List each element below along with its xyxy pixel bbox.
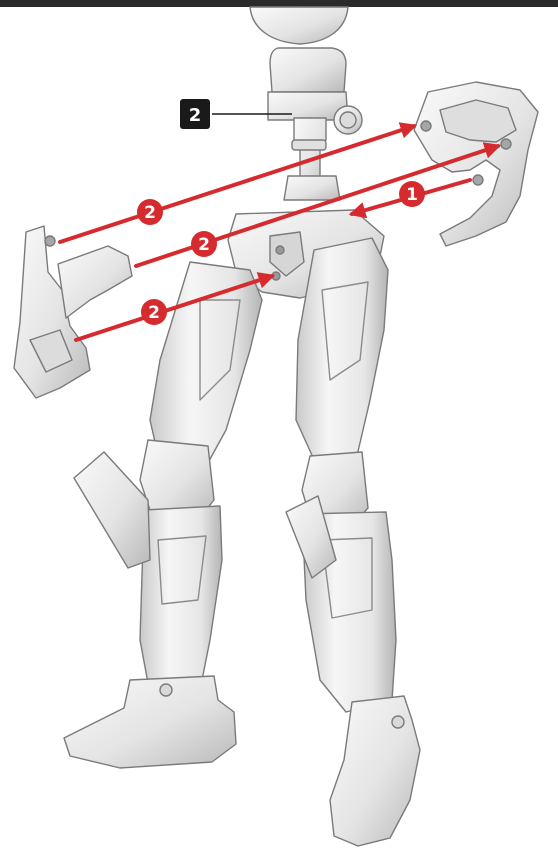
hip-armor-bracket-right <box>414 82 538 246</box>
step-badge-1: 1 <box>399 181 425 207</box>
head-part <box>250 7 348 44</box>
hip-armor-left <box>14 226 132 398</box>
top-bar <box>0 0 558 7</box>
part-tag-number: 2 <box>189 105 202 126</box>
left-thigh <box>150 262 262 470</box>
left-foot <box>64 676 236 768</box>
figure-body <box>64 7 420 846</box>
right-foot <box>330 696 420 846</box>
step-badge-2-top: 2 <box>137 199 163 225</box>
left-shin <box>140 506 222 694</box>
step-number: 1 <box>406 185 418 205</box>
neck-part <box>270 48 346 92</box>
step-badge-2-lower: 2 <box>141 299 167 325</box>
step-number: 2 <box>198 235 210 255</box>
right-thigh <box>296 238 388 464</box>
left-calf-fin <box>74 452 150 568</box>
step-number: 2 <box>148 303 160 323</box>
step-badge-2-middle: 2 <box>191 231 217 257</box>
step-number: 2 <box>144 203 156 223</box>
